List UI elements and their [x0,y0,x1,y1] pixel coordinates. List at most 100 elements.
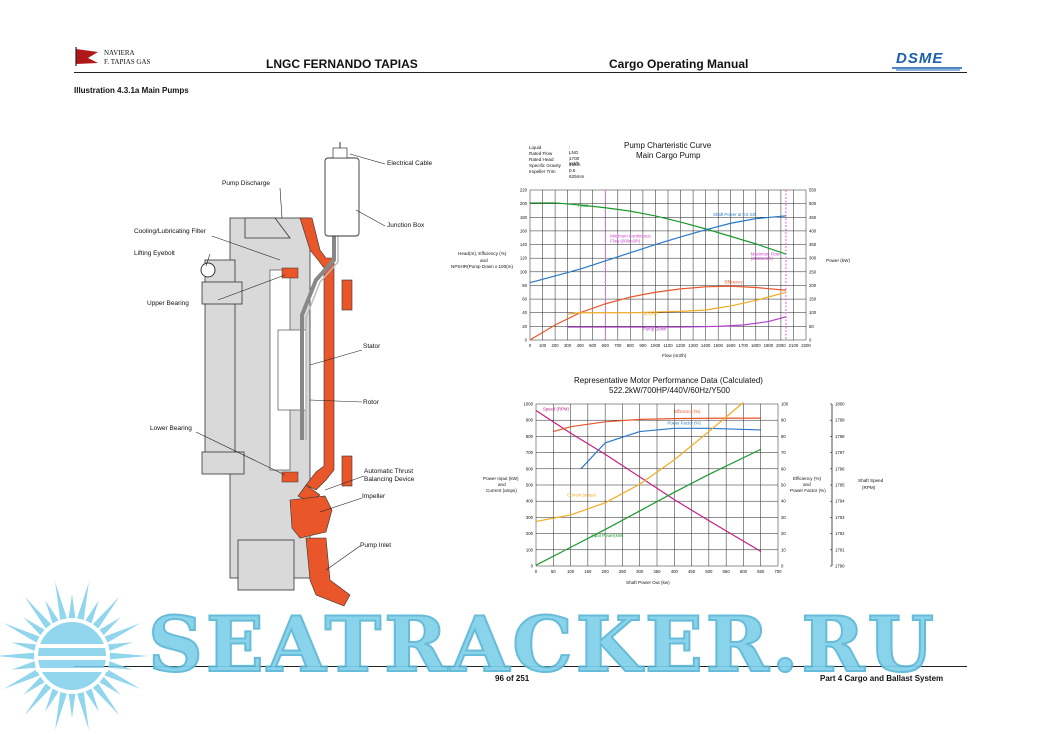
chart2-x-tick: 200 [602,569,610,574]
chart1-x-tick: 1600 [726,343,736,348]
chart2-y3-tick: 1793 [835,515,845,520]
chart2-y2-tick: 60 [781,466,786,471]
chart2-title-line2: 522.2kW/700HP/440V/60Hz/Y500 [609,386,730,395]
chart2-y-tick: 900 [526,418,534,423]
label-rotor: Rotor [363,399,379,406]
label-upper-bearing: Upper Bearing [147,300,189,307]
section-name: Part 4 Cargo and Ballast System [820,674,944,683]
chart1-xlabel: Flow (m3/h) [662,353,687,358]
chart1-x-tick: 1100 [663,343,673,348]
chart1-x-tick: 2200 [801,343,811,348]
discharge-passage [289,217,351,607]
chart1-series-pump-down [567,316,787,328]
chart2-x-tick: 600 [740,569,748,574]
chart2-y3-tick: 1798 [835,434,845,439]
label-lifting-eyebolt: Lifting Eyebolt [134,250,175,257]
chart1-series-shaft-power-at-0-5-sg [529,215,786,284]
chart2-series-efficiency- [553,417,761,433]
label-cooling-filter: Cooling/Lubricating Filter [134,228,206,235]
chart2-y-tick: 800 [526,434,534,439]
chart2-x-tick: 450 [688,569,696,574]
chart2-x-tick: 150 [584,569,592,574]
chart2-y2label-line2: and [803,482,811,487]
chart1-info-row: Impeller Trim: 625mm [529,169,585,179]
chart1-y-tick: 80 [522,283,527,288]
chart1-x-tick: 1300 [688,343,698,348]
chart2-ylabel-line3: Current (amps) [486,488,517,493]
chart1-x-tick: 1400 [701,343,711,348]
chart1-y-tick: 200 [520,201,528,206]
header-rule [74,72,967,73]
chart2-y3-tick: 1792 [835,531,845,536]
chart1-title-line1: Pump Charteristic Curve [624,141,712,150]
chart1-x-tick: 1200 [676,343,686,348]
chart2-y2-tick: 30 [781,515,786,520]
chart2-series-input-power-kw- [535,448,761,566]
chart2-y2-tick: 0 [781,564,784,569]
chart2-y2-tick: 80 [781,434,786,439]
label-impeller: Impeller [362,493,386,500]
chart2-y2-tick: 50 [781,483,786,488]
label-thrust-line1: Automatic Thrust [364,468,414,475]
chart2-y2-tick: 70 [781,450,786,455]
chart1-y-tick: 0 [525,338,528,343]
chart2-y3-tick: 1790 [835,564,845,569]
chart2-y3label-line1: Shaft Speed [858,478,884,483]
chart2-x-tick: 650 [757,569,765,574]
company-name-line1: NAVIERA [104,49,135,57]
chart2-y-tick: 500 [526,483,534,488]
pump-drawing [195,142,386,607]
chart2-y-tick: 600 [526,466,534,471]
label-lower-bearing: Lower Bearing [150,425,192,432]
chart2-y3-tick: 1800 [835,402,845,407]
chart2-ylabel-line1: Power Input (kW) [483,476,519,481]
chart1-x-tick: 200 [552,343,560,348]
chart2-y-tick: 0 [531,564,534,569]
chart2-y2-tick: 100 [781,402,789,407]
chart1-y2-tick: 500 [809,201,817,206]
chart1-y-tick: 120 [520,256,528,261]
chart1-ylabel-line3: NPSHR(Pump Down x 100(m) [451,264,514,269]
chart1-annot-min-flow: Flow (600m3/h) [610,239,640,244]
chart1-annot-efficiency: Efficiency [724,279,743,284]
brand-name: DSME [896,50,944,67]
chart1-series-npshr [567,291,787,315]
junction-box-shape [324,142,360,237]
chart2-y3-tick: 1794 [835,499,845,504]
chart1-y2-tick: 100 [809,310,817,315]
company-name-line2: F. TAPIAS GAS [104,58,151,66]
chart1-annot-head: Head [578,203,589,208]
label-electrical-cable: Electrical Cable [387,160,433,167]
chart2-annot-speed: Speed (RPM) [543,406,570,411]
chart2-xlabel: Shaft Power Out (kw) [626,580,670,585]
chart2-x-tick: 0 [535,569,538,574]
chart1-series-efficiency [529,285,786,341]
sun-watermark-icon [0,581,148,731]
chart1-y2-tick: 300 [809,256,817,261]
chart1-x-tick: 2100 [789,343,799,348]
chart1-y2-tick: 150 [809,297,817,302]
chart1-x-tick: 900 [639,343,647,348]
chart1-y-tick: 180 [520,215,528,220]
page-number: 96 of 251 [495,674,530,683]
label-pump-discharge: Pump Discharge [222,180,271,187]
chart1-title-line2: Main Cargo Pump [636,151,701,160]
chart2-y-tick: 400 [526,499,534,504]
chart1-info-row: Rated Head: 155m [529,157,581,167]
chart2-x-tick: 500 [705,569,713,574]
label-stator: Stator [363,343,381,350]
chart1-y-tick: 40 [522,310,527,315]
chart1-y2-tick: 0 [809,338,812,343]
chart1-x-tick: 1700 [738,343,748,348]
chart1-y2-tick: 450 [809,215,817,220]
chart1-series-head [530,202,787,255]
chart1-ylabel-line1: Head(m), Efficiency (%) [458,251,507,256]
chart1-y2-tick: 400 [809,228,817,233]
chart1-y2-tick: 200 [809,283,817,288]
chart2-y2-tick: 10 [781,547,786,552]
chart1-annot-max-flow: (2040m3/h) [751,256,774,261]
chart1-y-tick: 160 [520,228,528,233]
flag-icon [75,47,98,66]
chart1-y2-tick: 250 [809,269,817,274]
